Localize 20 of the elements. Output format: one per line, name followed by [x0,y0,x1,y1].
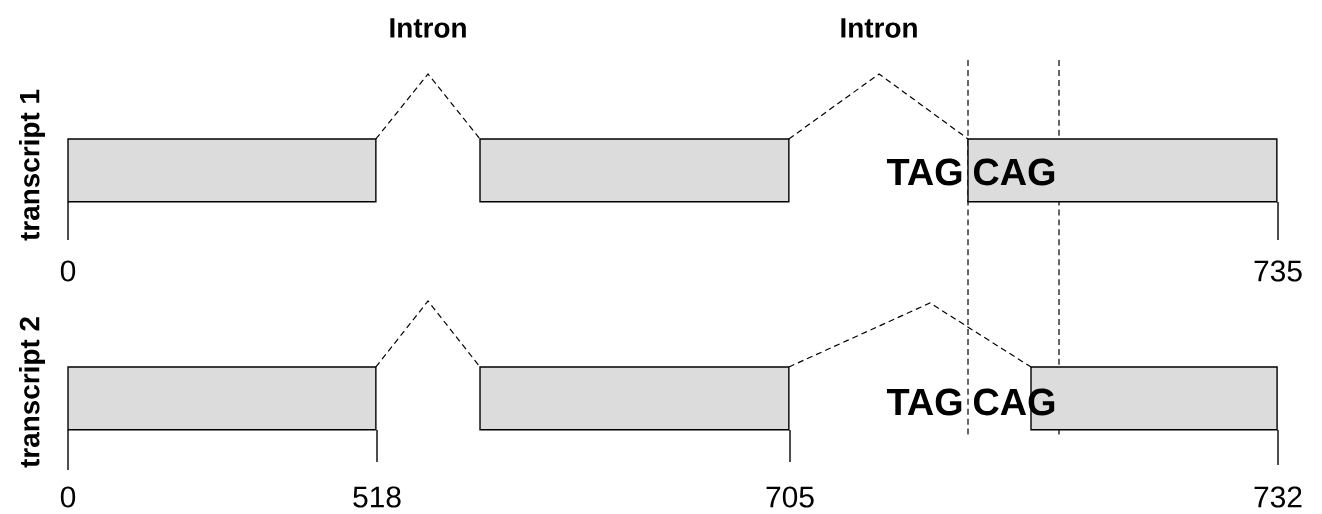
axis-label: 0 [60,260,76,282]
exon-box [67,366,377,431]
axis-label: 735 [1254,260,1302,282]
axis-label: 705 [766,486,814,508]
exon-box [479,366,790,431]
edge-label: Intron [841,18,917,38]
intron-line [788,73,969,140]
intron-line [375,300,481,368]
exon-box [67,138,377,203]
exon-box [479,138,790,203]
sequence-label: CAG [973,158,1055,186]
intron-line [375,73,481,140]
intron-line [788,302,1032,368]
axis-label: 518 [353,486,401,508]
axis-label: 732 [1254,486,1302,508]
sequence-label: TAG [886,158,962,186]
edge-label: Intron [390,18,466,38]
axis-label: 0 [60,486,76,508]
exon-box [967,138,1278,203]
sequence-label: TAG [886,388,962,416]
